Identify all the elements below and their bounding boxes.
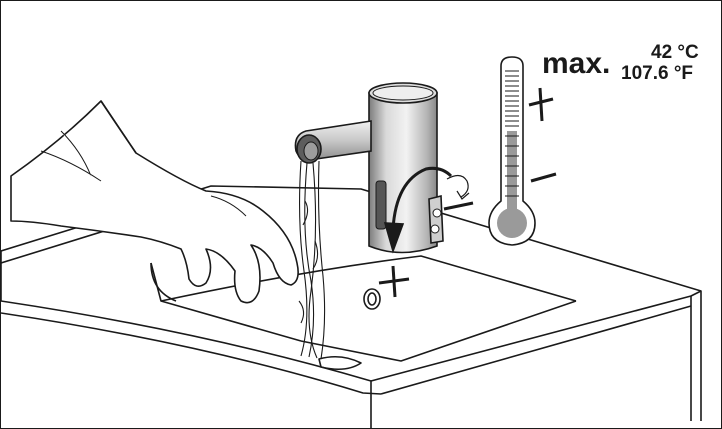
sink xyxy=(1,185,702,428)
max-temperature-prefix: max. xyxy=(542,47,611,80)
water-stream xyxy=(298,160,326,360)
max-temperature-fahrenheit: 107.6 °F xyxy=(621,63,694,84)
thermometer-icon xyxy=(488,56,536,246)
minus-sign-icon xyxy=(443,201,474,211)
hand-icon xyxy=(10,100,299,304)
max-temperature-celsius: 42 °C xyxy=(651,42,699,63)
rotate-arrow-icon xyxy=(383,166,470,254)
plus-sign-icon xyxy=(528,87,554,122)
faucet-icon xyxy=(294,82,444,254)
minus-sign-icon xyxy=(530,172,557,183)
plus-sign-icon xyxy=(378,265,410,298)
